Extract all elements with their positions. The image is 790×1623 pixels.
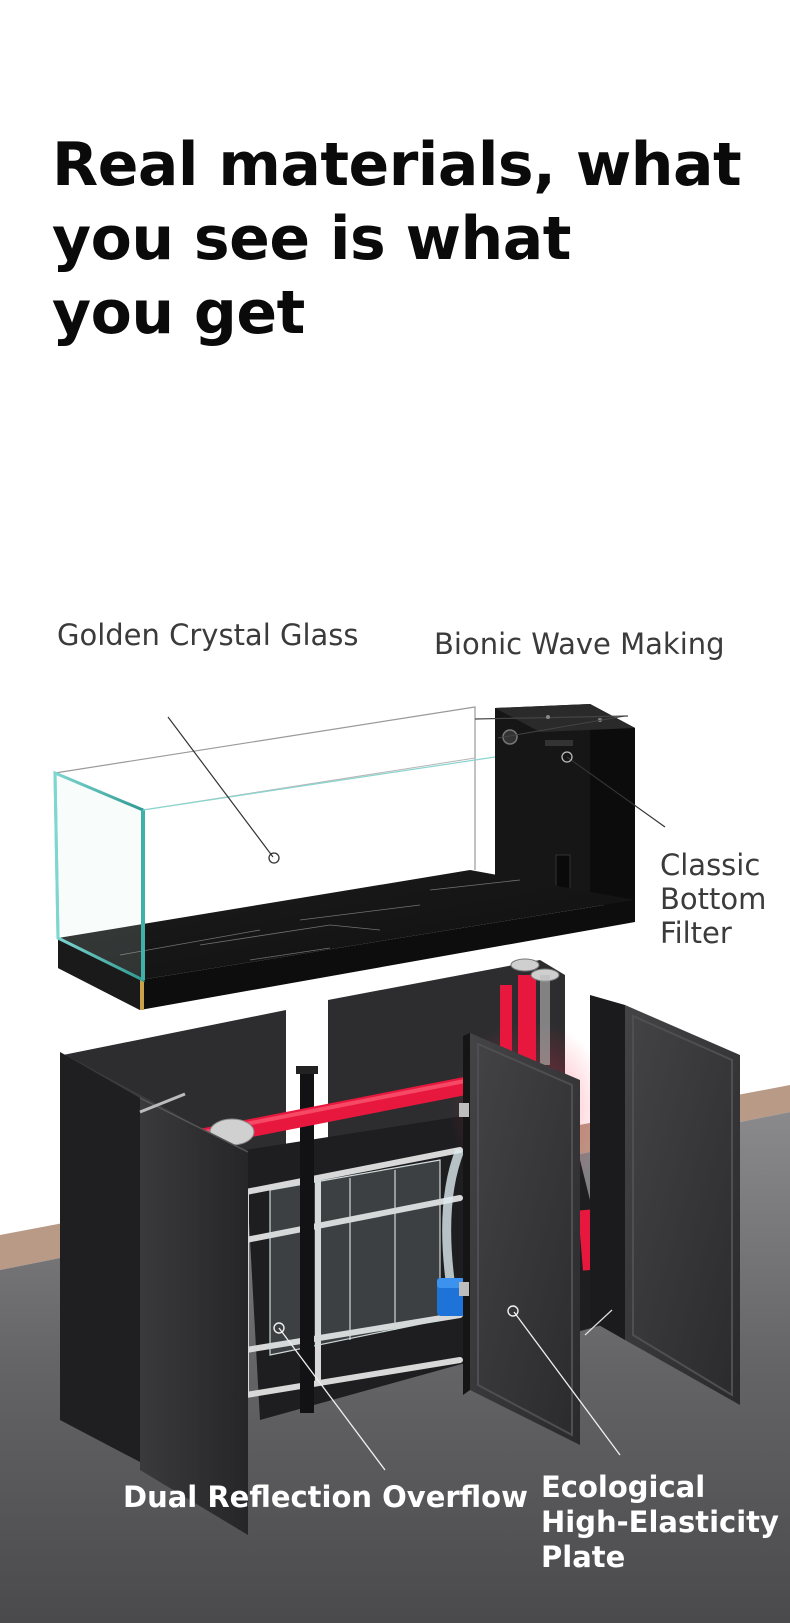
headline-line-3: you get — [52, 278, 305, 348]
return-hose — [442, 1148, 465, 1281]
center-post — [300, 1068, 314, 1413]
headline-line-1: Real materials, what — [52, 130, 742, 200]
callout-ecological-plate: Ecological High-Elasticity Plate — [541, 1470, 779, 1574]
plate-callout-line — [513, 1311, 621, 1456]
marble-base — [58, 870, 635, 980]
cabinet-middle-door — [470, 1033, 580, 1445]
red-pipe — [191, 958, 597, 1271]
filter-callout-line — [566, 756, 666, 828]
glass-callout-line — [167, 716, 274, 858]
callout-golden-crystal-glass: Golden Crystal Glass — [57, 618, 359, 652]
vertical-red-pipe — [518, 975, 536, 1065]
cabinet — [60, 958, 740, 1535]
overflow-callout-line — [278, 1327, 386, 1471]
cabinet-right-door — [625, 1005, 740, 1405]
cabinet-left-side — [60, 1052, 140, 1462]
overflow-callout-marker — [273, 1322, 285, 1334]
cabinet-left-door — [140, 1098, 248, 1535]
acrylic-sump — [269, 1159, 441, 1356]
headline: Real materials, what you see is what you… — [52, 128, 742, 350]
callout-classic-bottom-filter: Classic Bottom Filter — [660, 848, 767, 950]
wave-callout-line — [497, 715, 626, 739]
callout-bionic-wave-making: Bionic Wave Making — [434, 627, 725, 661]
glass-callout-marker — [268, 852, 280, 864]
headline-line-2: you see is what — [52, 204, 571, 274]
tank-base-rim — [58, 900, 635, 1010]
plate-callout-marker — [507, 1305, 519, 1317]
callout-dual-reflection-overflow: Dual Reflection Overflow — [123, 1480, 528, 1514]
aquarium-tank — [53, 704, 666, 1010]
glass-back-edge — [54, 706, 476, 870]
